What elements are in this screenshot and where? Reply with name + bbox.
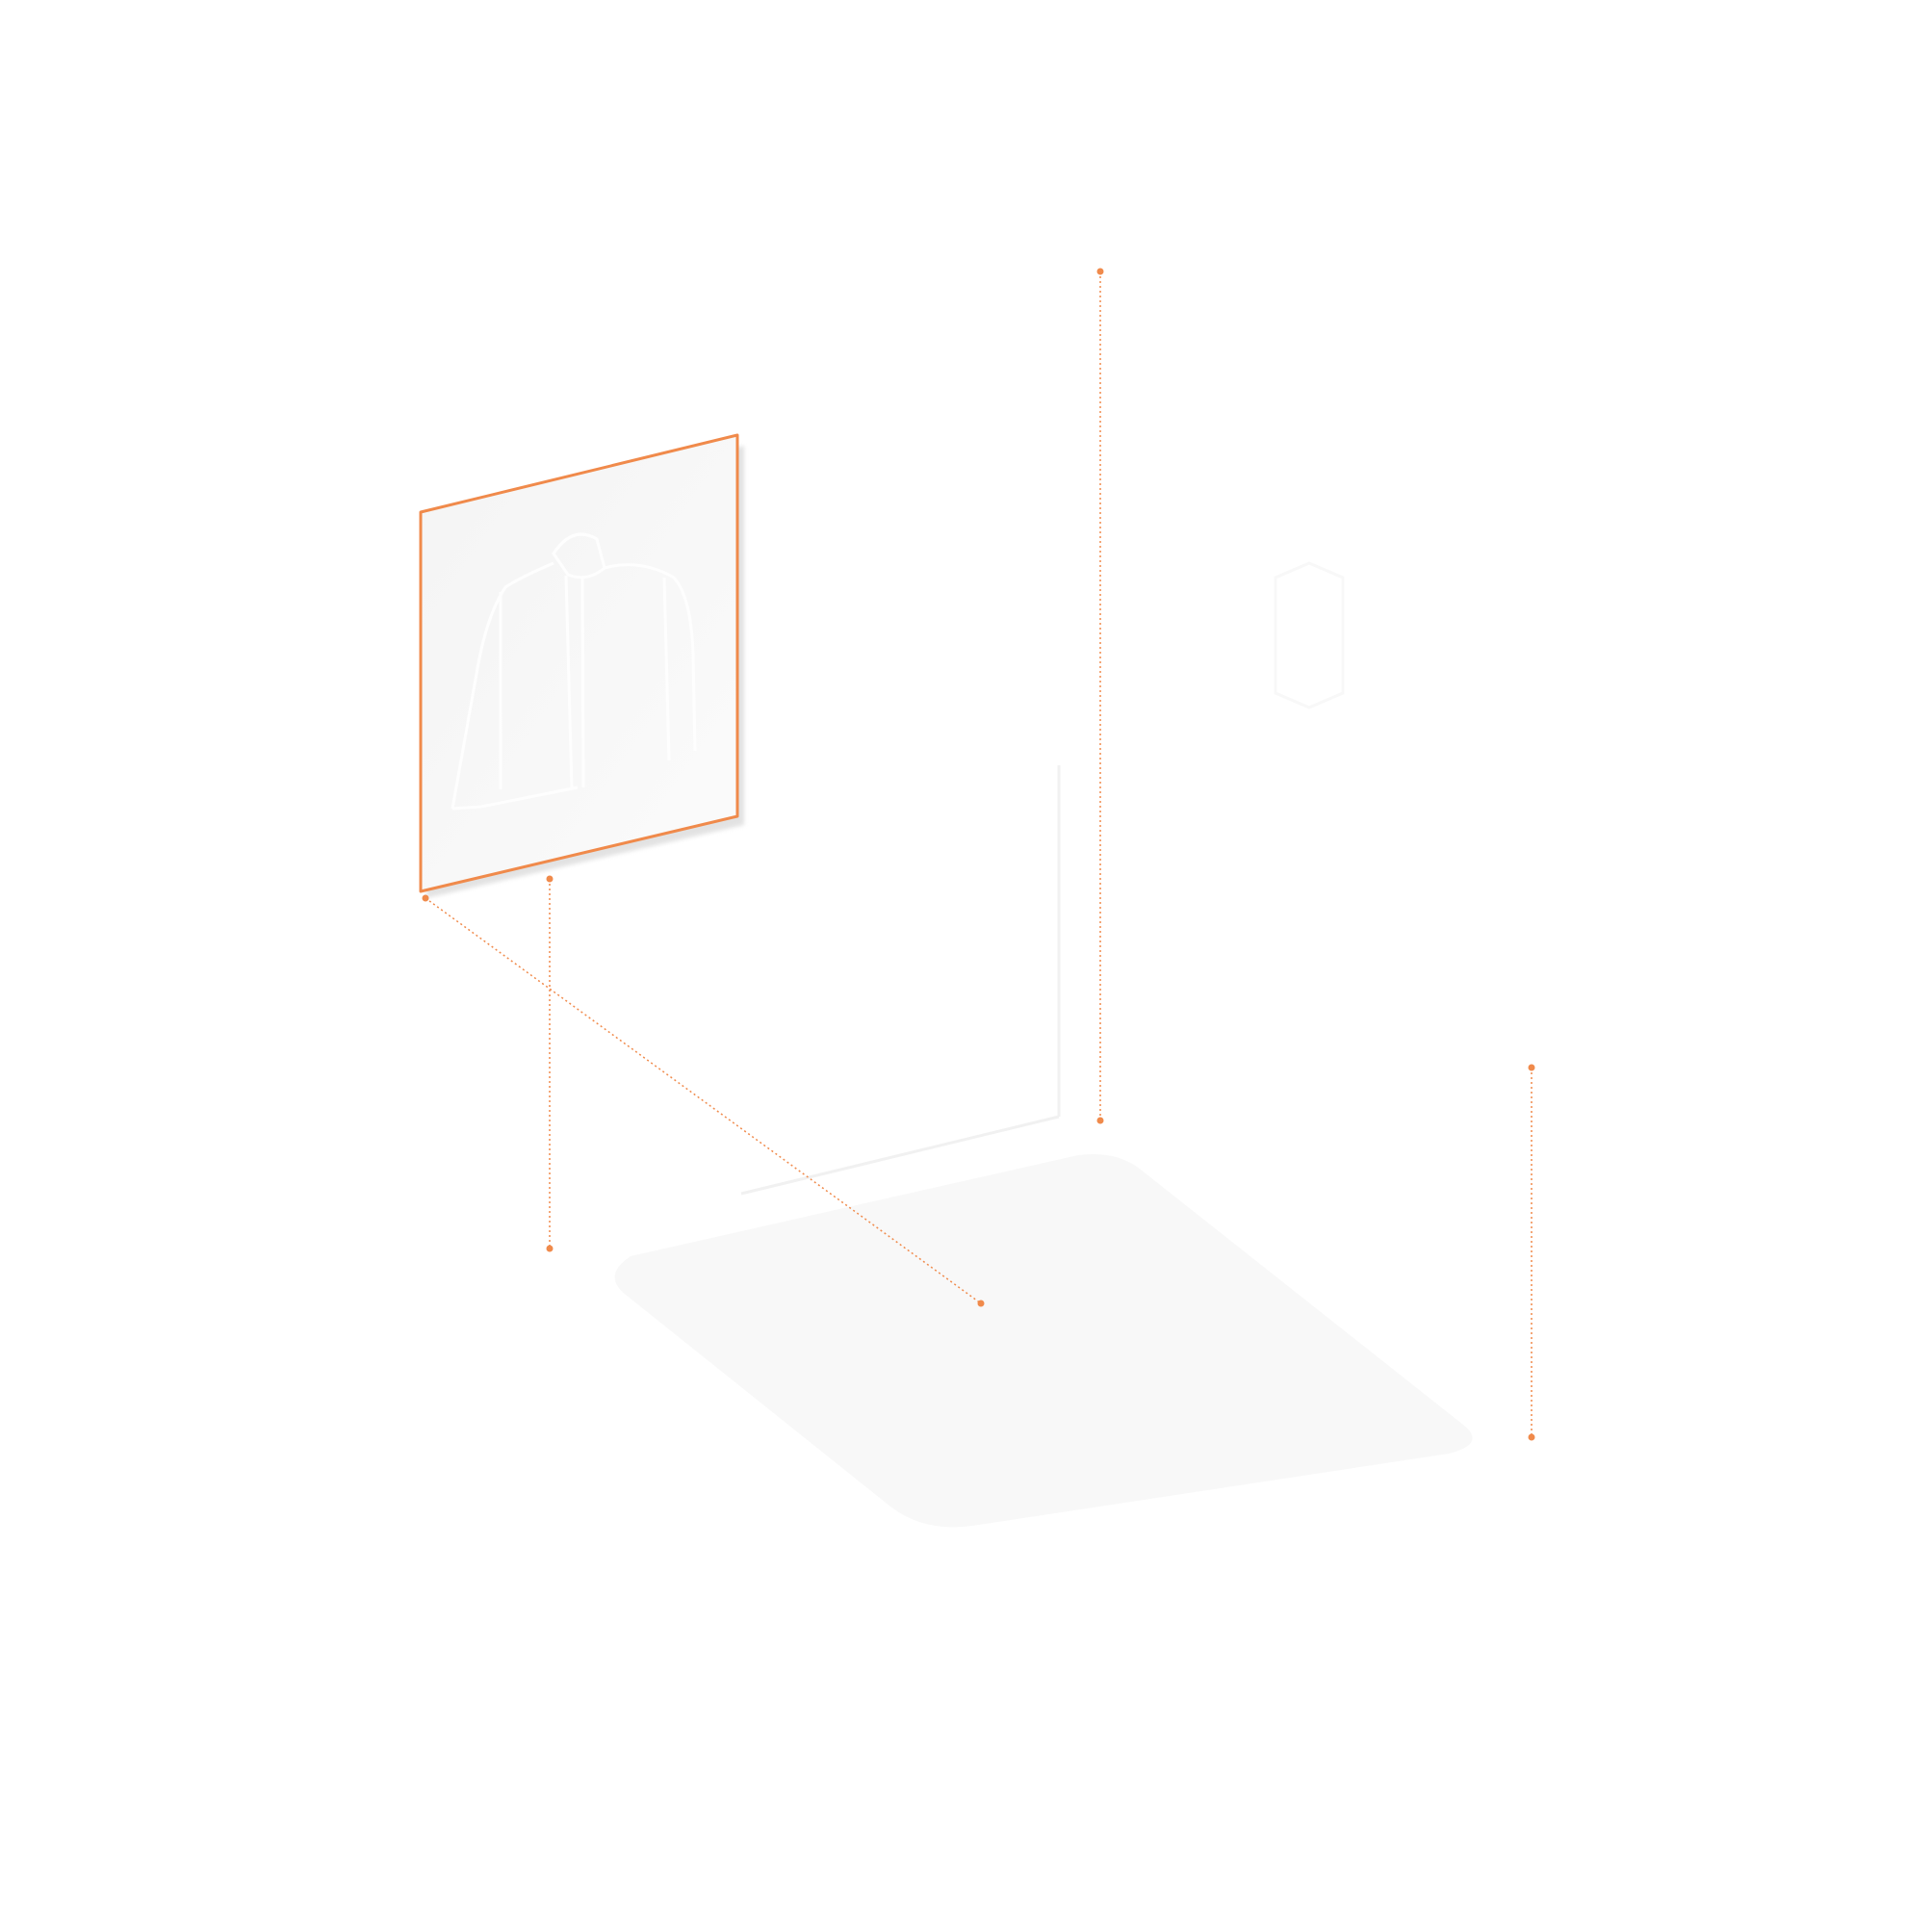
callout-dot [546,875,554,883]
callout-dot [977,1300,985,1307]
ghost-structure [740,561,1345,1196]
callout-dot [546,1245,554,1252]
jacket-icon [451,532,697,811]
callout-dot [1096,1117,1104,1124]
callout-dot [1096,268,1104,275]
display-panel [419,433,739,893]
callout-dot [422,894,429,902]
callout-dot [1528,1433,1535,1441]
floor-shadow [614,1154,1473,1528]
callout-line-diagonal [425,897,982,1304]
callout-dot [1528,1064,1535,1071]
